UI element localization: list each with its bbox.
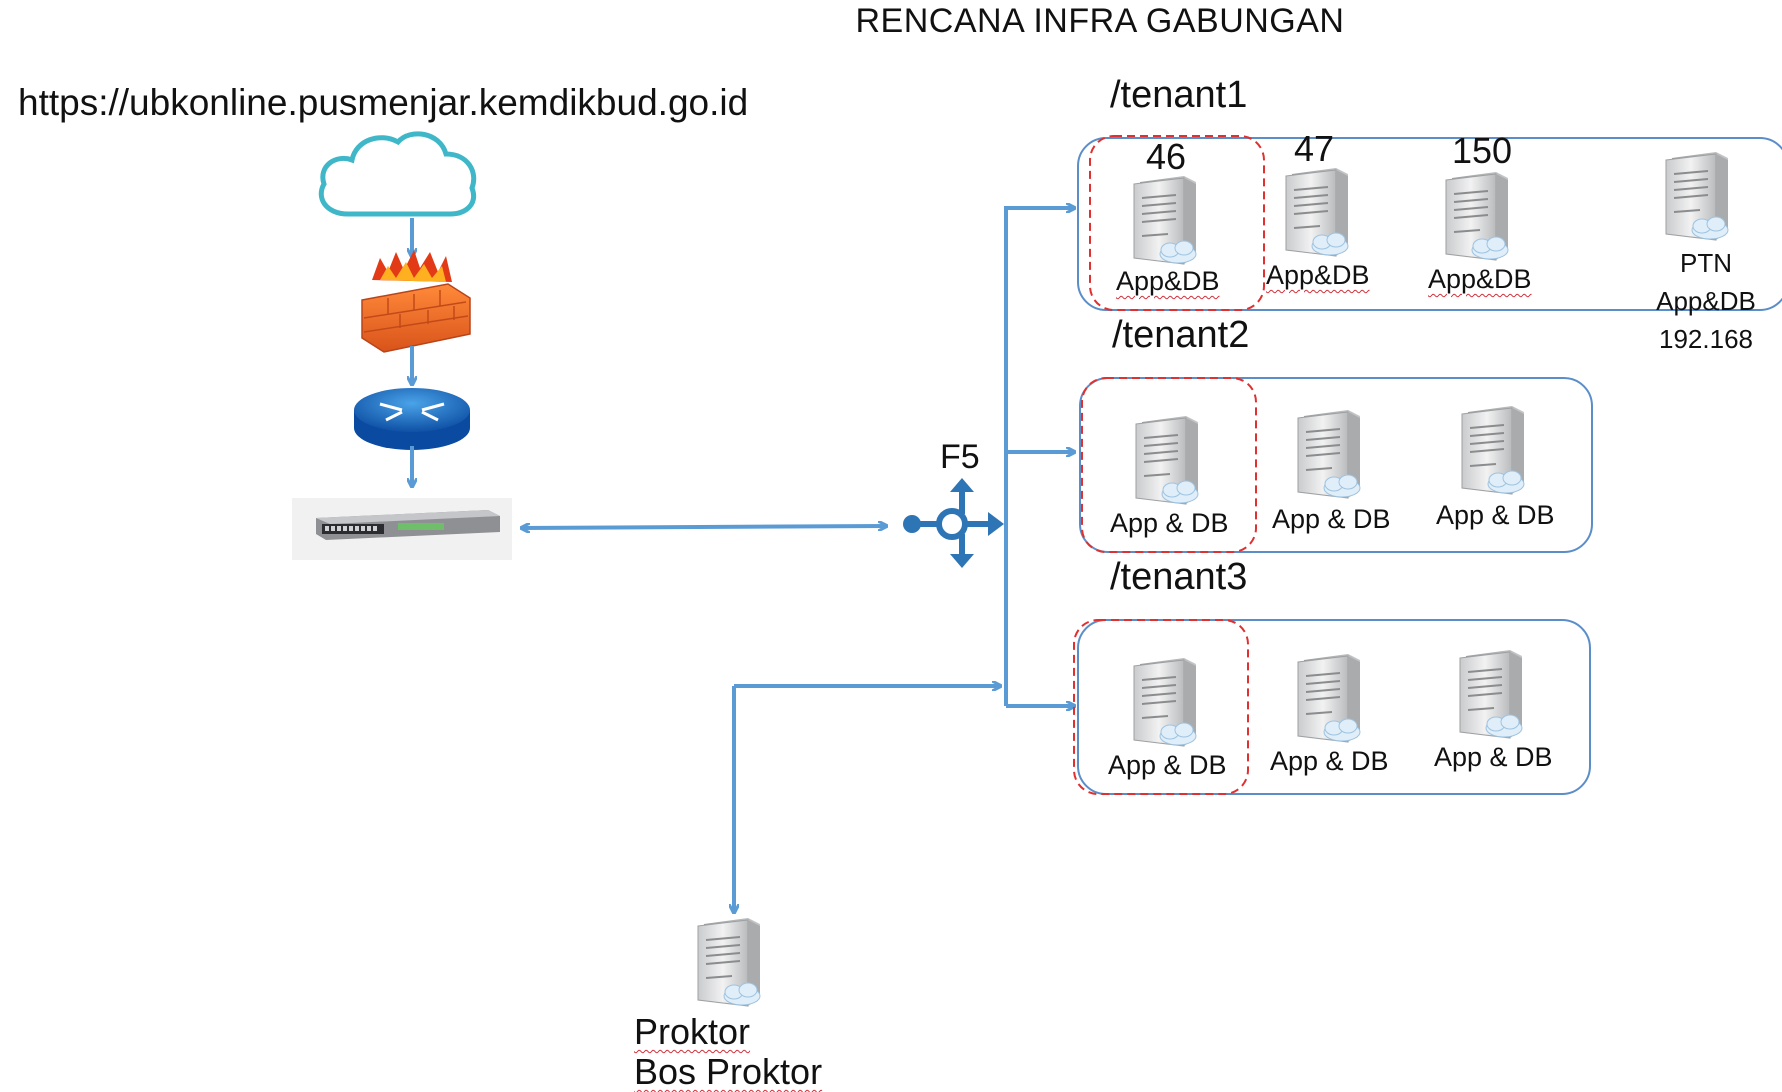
ptn-name: PTN [1680,248,1732,278]
page-title: RENCANA INFRA GABUNGAN [855,2,1345,40]
server-icon [1297,409,1361,499]
ptn-role: App&DB [1656,286,1756,316]
server-label: App & DB [1434,742,1553,772]
tenant1-number: 46 [1146,136,1187,177]
tenant3-highlight [1073,619,1249,795]
tenant2-box [1079,377,1593,553]
switch-icon [292,498,512,560]
f5-label: F5 [940,438,980,476]
proktor-label-block: Proktor Bos Proktor [634,1012,822,1092]
server-label: App&DB [1428,264,1532,294]
server-label: App & DB [1270,746,1389,776]
distribution-lines [734,206,1074,912]
tenant2-highlight [1081,377,1257,553]
server-label: App & DB [1108,750,1227,780]
firewall-icon [361,250,471,353]
tenant1-label: /tenant1 [1110,74,1248,116]
server-icon [1133,657,1197,747]
cloud-icon [318,131,477,217]
f5-load-balancer-icon [903,478,1004,568]
switch-f5-link [522,526,886,528]
server-label: App&DB [1116,266,1220,296]
server-label: App&DB [1266,260,1370,290]
ptn-ip: 192.168 [1659,324,1753,354]
server-icon [1665,151,1729,241]
server-label: App & DB [1436,500,1555,530]
server-label: App & DB [1110,508,1229,538]
server-icon [1135,415,1199,505]
tenant2-label: /tenant2 [1112,314,1250,356]
tenant1-number: 47 [1294,128,1335,169]
tenant3-label: /tenant3 [1110,556,1248,598]
tenant1-highlight [1089,135,1265,311]
bos-proktor-label: Bos Proktor [634,1051,823,1092]
proktor-label: Proktor [634,1011,751,1052]
server-icon [1297,653,1361,743]
tenant1-box [1077,137,1782,311]
server-icon [1285,167,1349,257]
ptn-server-block: PTN App&DB 192.168 [1644,244,1768,358]
router-icon [354,388,470,450]
server-icon [1459,649,1523,739]
tenant1-number: 150 [1452,130,1513,171]
server-icon [1133,175,1197,265]
server-icon [697,917,761,1007]
url-label: https://ubkonline.pusmenjar.kemdikbud.go… [18,82,749,123]
server-icon [1461,405,1525,495]
server-label: App & DB [1272,504,1391,534]
tenant3-box [1077,619,1591,795]
server-icon [1445,171,1509,261]
